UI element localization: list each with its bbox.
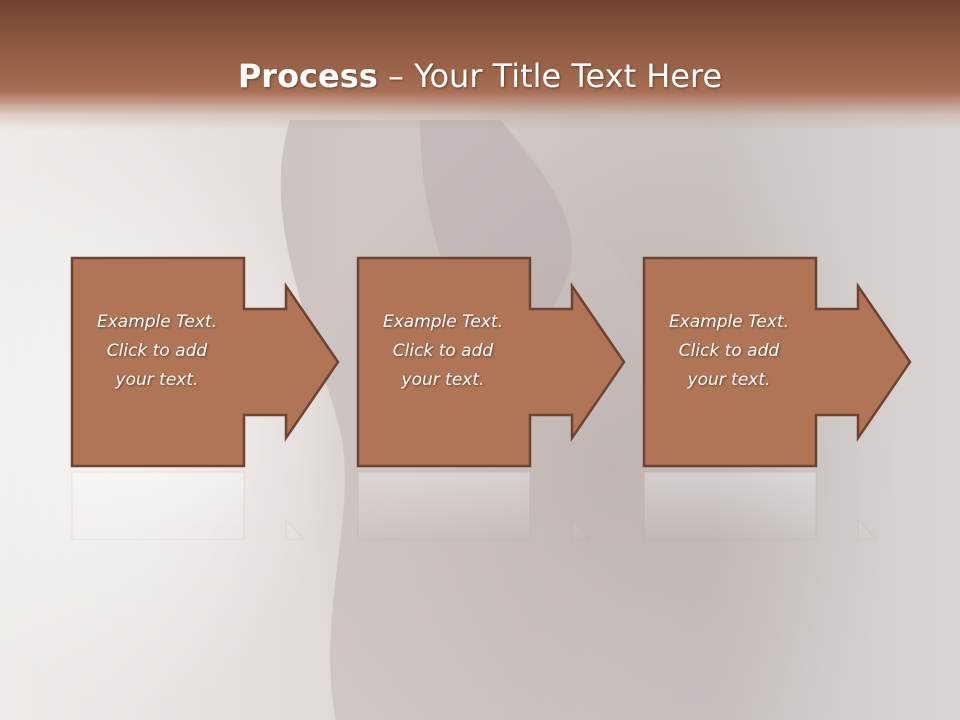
arrow-box-shape: [642, 256, 912, 468]
title-text: – Your Title Text Here: [377, 57, 723, 95]
step-text-line: your text.: [687, 370, 771, 390]
arrow-box-shape: [70, 256, 340, 468]
step-text-line: Example Text.: [668, 312, 790, 332]
step-text[interactable]: Example Text. Click to add your text.: [360, 308, 526, 395]
step-text[interactable]: Example Text. Click to add your text.: [74, 308, 240, 395]
process-step-2[interactable]: Example Text. Click to add your text.: [356, 256, 631, 468]
step-text-line: your text.: [401, 370, 485, 390]
arrow-box-shape: [356, 256, 626, 468]
step-text-line: Example Text.: [96, 312, 218, 332]
step-reflection: [357, 471, 592, 540]
step-text-line: Click to add: [392, 341, 494, 361]
step-text-line: Click to add: [106, 341, 208, 361]
step-reflection: [71, 471, 306, 540]
step-text-line: Click to add: [678, 341, 780, 361]
process-step-3[interactable]: Example Text. Click to add your text.: [642, 256, 917, 468]
title-bold-text: Process: [237, 57, 378, 95]
step-reflection: [643, 471, 878, 540]
slide-title[interactable]: Process – Your Title Text Here: [0, 54, 960, 98]
step-text[interactable]: Example Text. Click to add your text.: [646, 308, 812, 395]
header-band: [0, 0, 960, 130]
process-step-1[interactable]: Example Text. Click to add your text.: [70, 256, 345, 468]
step-text-line: your text.: [115, 370, 199, 390]
step-text-line: Example Text.: [382, 312, 504, 332]
